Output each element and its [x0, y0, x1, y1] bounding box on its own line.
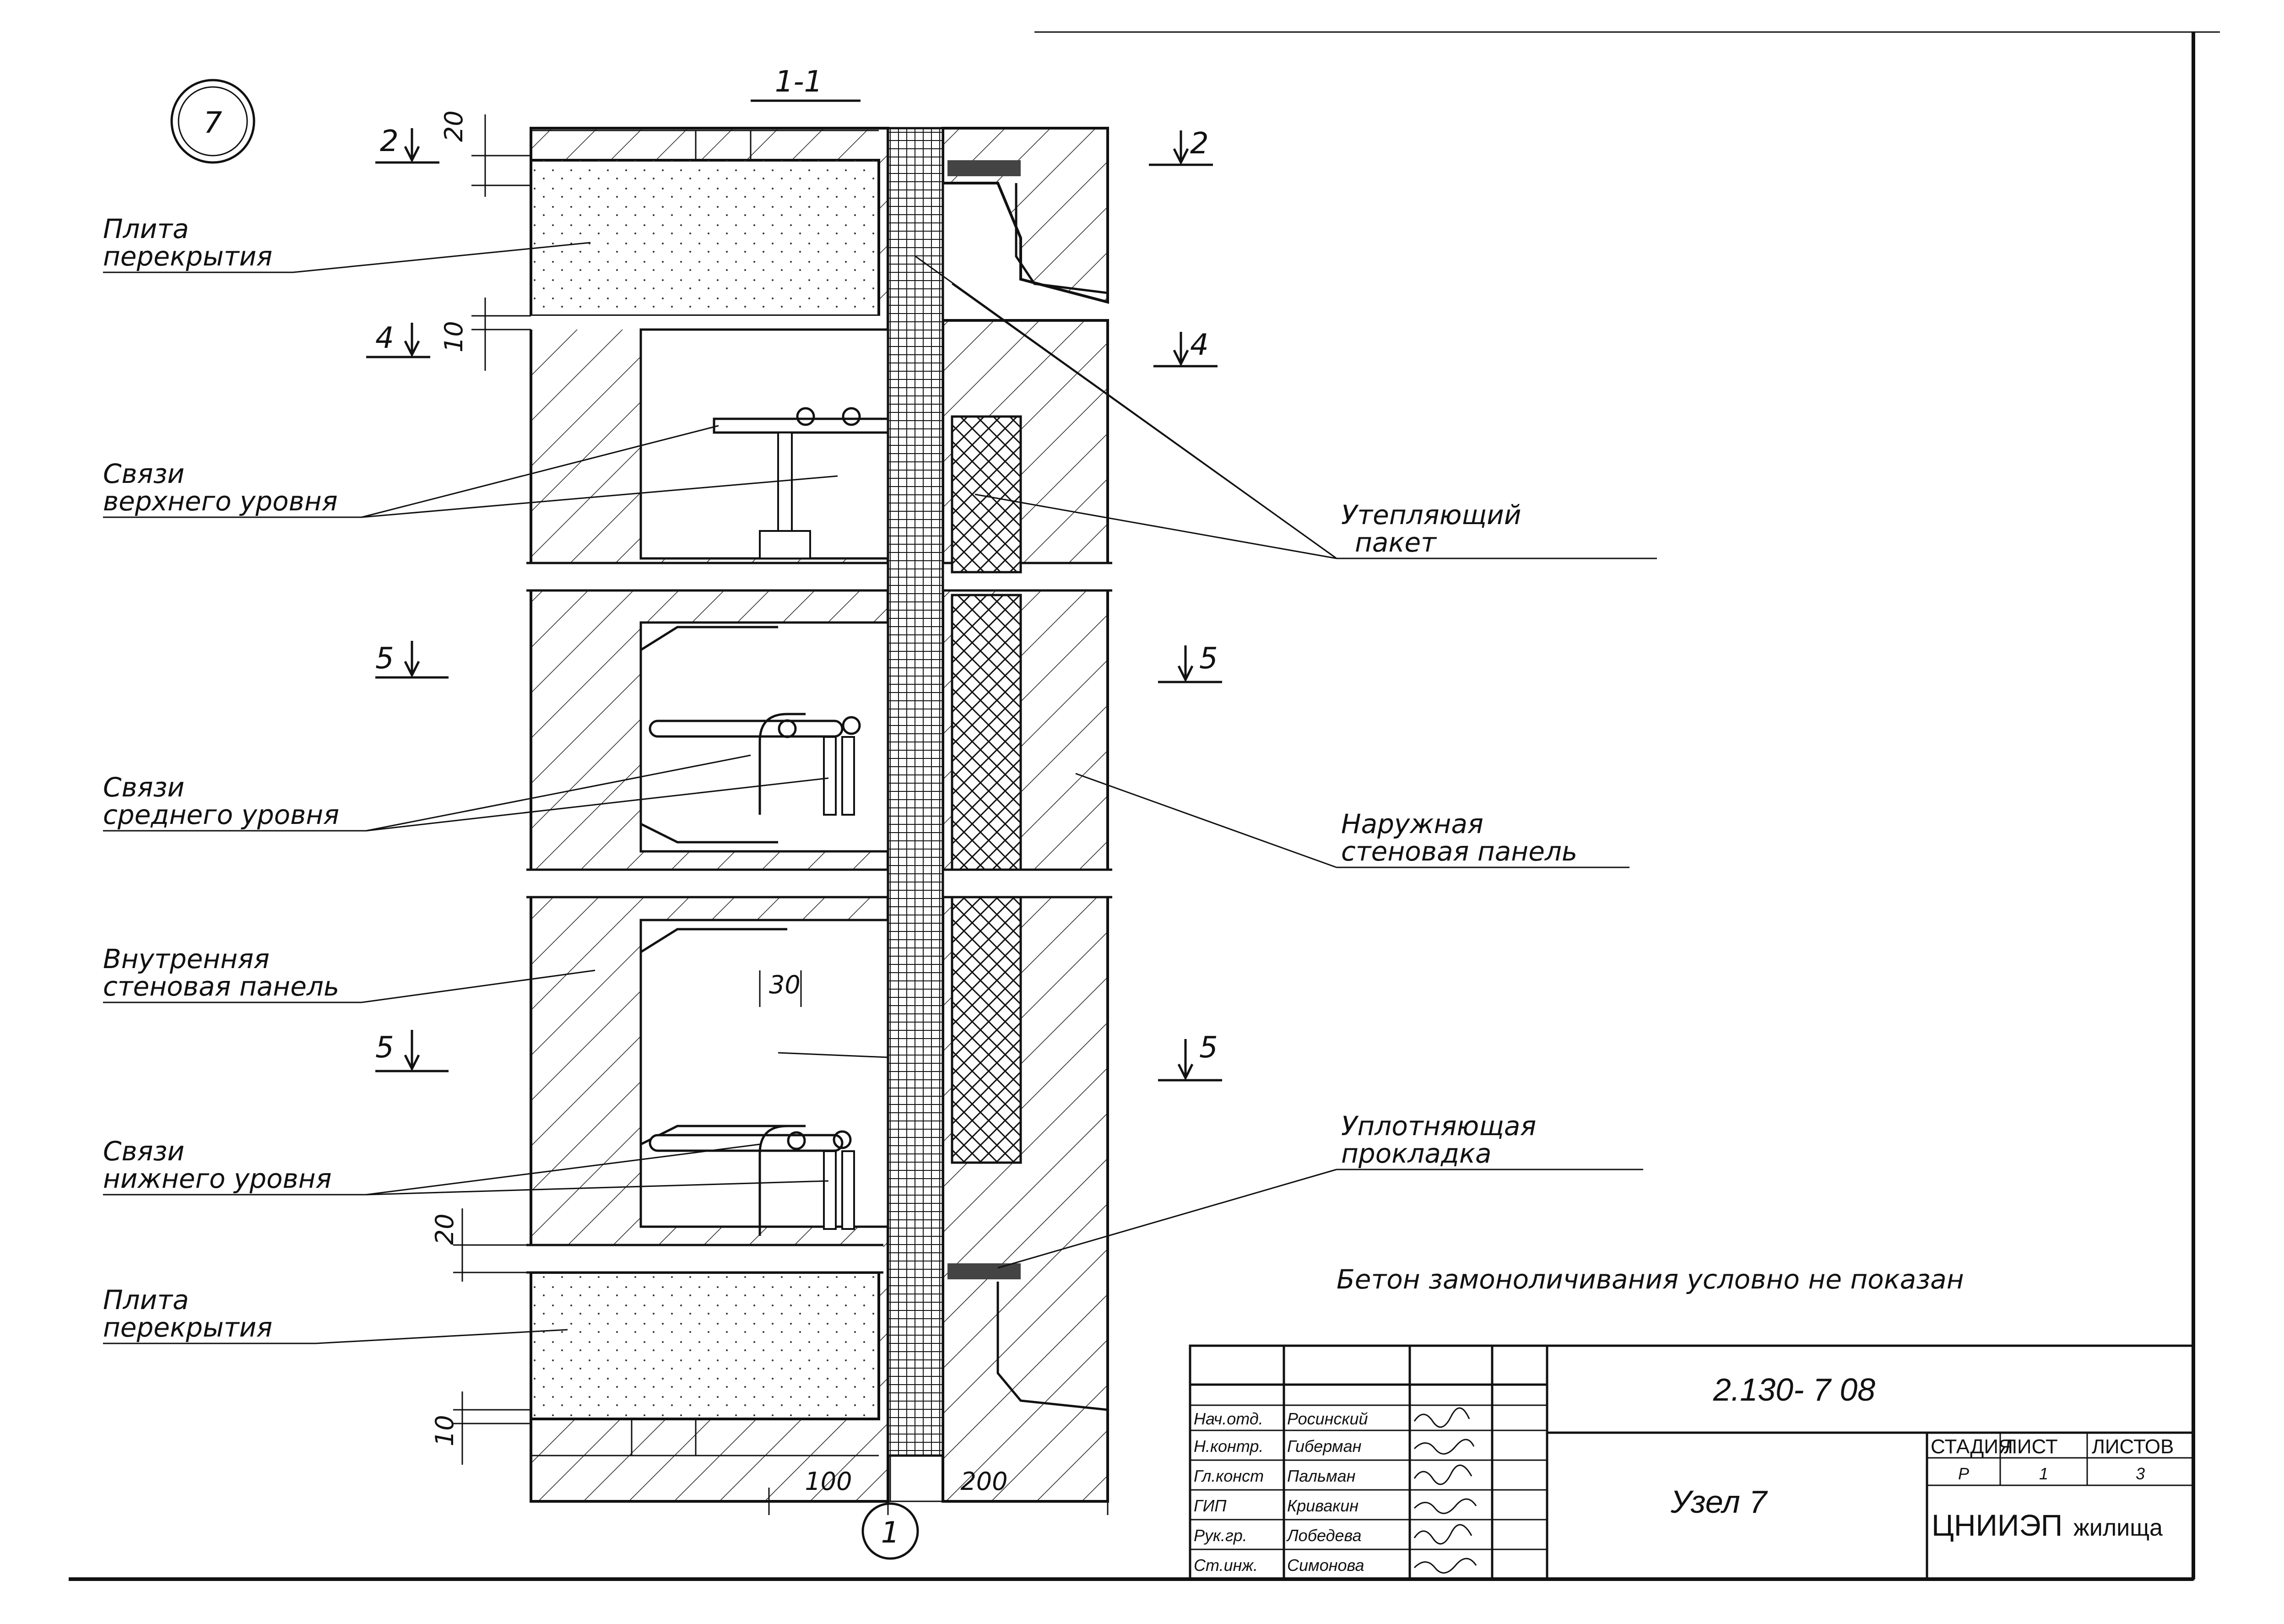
svg-text:перекрытия: перекрытия: [103, 1312, 272, 1343]
svg-text:ГИП: ГИП: [1194, 1496, 1227, 1515]
svg-text:прокладка: прокладка: [1341, 1138, 1492, 1169]
svg-text:стеновая панель: стеновая панель: [1341, 836, 1577, 867]
svg-text:Кривакин: Кривакин: [1287, 1496, 1358, 1515]
svg-text:Рук.гр.: Рук.гр.: [1194, 1526, 1247, 1545]
callout-ties-bottom: Связи нижнего уровня: [103, 1136, 829, 1196]
header-stage: СТАДИЯ: [1931, 1435, 2013, 1458]
svg-text:Симонова: Симонова: [1287, 1556, 1364, 1575]
section-2-right: 2: [1190, 127, 1209, 161]
dim-rod-offset: 30: [769, 970, 801, 999]
value-stage: Р: [1958, 1464, 1969, 1483]
svg-text:Нач.отд.: Нач.отд.: [1194, 1409, 1263, 1428]
section-5a-left: 5: [375, 642, 394, 676]
callout-inner-panel: Внутренняя стеновая панель: [103, 943, 595, 1003]
svg-text:пакет: пакет: [1355, 527, 1437, 558]
sealing-gaskets: [947, 160, 1108, 1411]
svg-text:Лобедева: Лобедева: [1286, 1526, 1362, 1545]
callout-ties-top: Связи верхнего уровня: [103, 425, 838, 518]
section-5b-left: 5: [375, 1031, 394, 1065]
svg-text:Связи: Связи: [103, 1136, 184, 1167]
callout-slab-top: Плита перекрытия: [103, 213, 591, 273]
svg-text:Ст.инж.: Ст.инж.: [1194, 1556, 1258, 1575]
svg-text:Гиберман: Гиберман: [1287, 1437, 1362, 1456]
section-4-left: 4: [375, 321, 394, 355]
callout-ties-mid: Связи среднего уровня: [103, 754, 829, 832]
svg-text:Пальман: Пальман: [1287, 1467, 1356, 1485]
value-sheets: 3: [2136, 1464, 2145, 1483]
callout-gasket: Уплотняющая прокладка: [997, 1110, 1643, 1269]
ties-bottom-level: [649, 1125, 855, 1236]
svg-text:Гл.конст: Гл.конст: [1194, 1467, 1264, 1485]
svg-text:Утепляющий: Утепляющий: [1341, 499, 1521, 531]
dimensions: 20 10 20 10 30 100 200 1: [430, 110, 1109, 1560]
drawing-title: Узел 7: [1670, 1484, 1768, 1520]
svg-text:Внутренняя: Внутренняя: [103, 943, 270, 974]
floor-slab-top: [530, 130, 880, 317]
note-concrete: Бетон замоноличивания условно не показан: [1337, 1264, 1964, 1295]
doc-code: 2.130- 7 08: [1713, 1372, 1875, 1407]
svg-text:перекрытия: перекрытия: [103, 241, 272, 272]
svg-text:Плита: Плита: [103, 1284, 189, 1315]
header-sheet: ЛИСТ: [2004, 1435, 2058, 1458]
insulation-package: [887, 127, 1022, 1457]
svg-text:Плита: Плита: [103, 213, 189, 244]
floor-slab-bottom: [530, 1271, 880, 1456]
header-sheets: ЛИСТОВ: [2092, 1435, 2174, 1458]
callout-outer-panel: Наружная стеновая панель: [1075, 773, 1629, 868]
section-mark: 1-1: [775, 65, 823, 99]
sheet-frame: [69, 31, 2220, 1581]
org-name-b: жилища: [2073, 1515, 2163, 1541]
svg-text:Уплотняющая: Уплотняющая: [1341, 1110, 1536, 1142]
horizontal-joints: [526, 316, 1112, 1274]
axis-marker: 1: [881, 1516, 900, 1550]
svg-text:нижнего уровня: нижнего уровня: [103, 1163, 332, 1194]
svg-text:Н.контр.: Н.контр.: [1194, 1437, 1263, 1456]
node-marker: 7: [170, 79, 255, 164]
svg-text:Связи: Связи: [103, 772, 184, 803]
section-4-right: 4: [1190, 328, 1209, 362]
value-sheet: 1: [2039, 1464, 2048, 1483]
section-marks: 2 2 4 4 5 5 5 5: [366, 125, 1222, 1082]
dim-upper-gap: 10: [439, 321, 468, 352]
svg-text:Росинский: Росинский: [1287, 1409, 1368, 1428]
section-2-left: 2: [380, 125, 399, 158]
callout-insulation: Утепляющий пакет: [915, 255, 1657, 559]
org-name-a: ЦНИИЭП: [1932, 1508, 2062, 1542]
dim-top-gap: 20: [439, 110, 468, 142]
title-block: 2.130- 7 08 Узел 7 СТАДИЯ ЛИСТ ЛИСТОВ Р …: [1189, 1344, 2195, 1581]
section-title: 1-1: [751, 65, 861, 102]
dim-outer-width: 200: [960, 1467, 1007, 1496]
ties-top-level: [713, 407, 889, 559]
svg-text:верхнего уровня: верхнего уровня: [103, 486, 338, 517]
svg-text:среднего уровня: среднего уровня: [103, 799, 339, 830]
callout-slab-bottom: Плита перекрытия: [103, 1284, 568, 1344]
dim-bottom-gap: 20: [430, 1213, 459, 1245]
ties-middle-level: [649, 713, 861, 816]
section-5a-right: 5: [1199, 642, 1218, 676]
svg-text:стеновая панель: стеновая панель: [103, 971, 339, 1002]
node-number: 7: [204, 106, 222, 140]
section-5b-right: 5: [1199, 1031, 1218, 1065]
dim-inner-width: 100: [805, 1467, 852, 1496]
svg-text:Связи: Связи: [103, 458, 184, 489]
svg-text:Наружная: Наружная: [1341, 808, 1483, 839]
dim-base-gap: 10: [430, 1415, 459, 1446]
signature-marks: [1413, 1407, 1477, 1574]
